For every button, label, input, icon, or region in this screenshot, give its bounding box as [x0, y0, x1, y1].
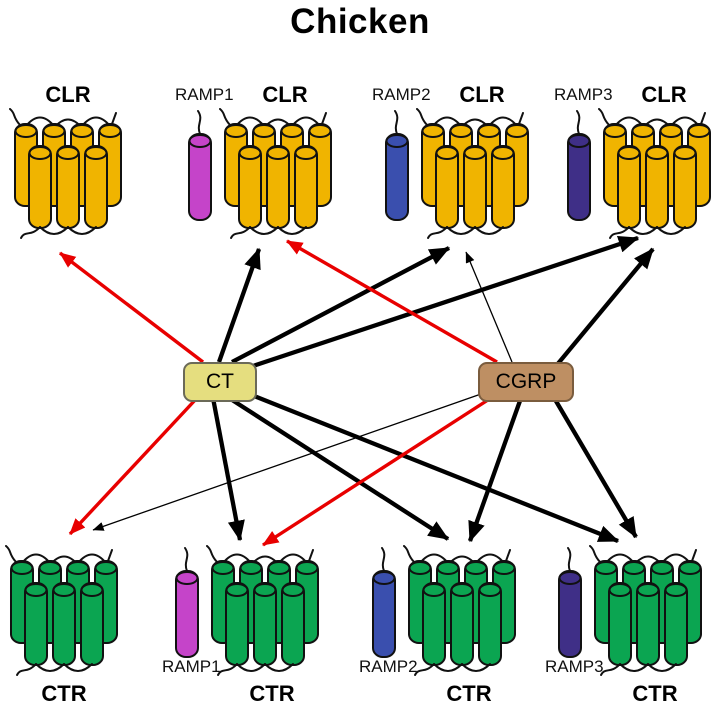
7tm-bundle-icon	[558, 545, 702, 676]
arrow-cgrp-to-clr-ramp3	[554, 247, 655, 368]
arrow-ct-to-clr	[58, 251, 205, 364]
ctr-label: CTR	[632, 681, 678, 701]
ctr-label: CTR	[249, 681, 295, 701]
7tm-bundle-icon	[9, 108, 122, 239]
7tm-bundle-icon	[567, 108, 711, 239]
arrow-ct-to-ctr-ramp3	[248, 392, 620, 543]
ramp-cylinder-icon	[558, 547, 582, 658]
7tm-bundle-icon	[175, 545, 319, 676]
arrow-ct-to-clr-ramp2	[231, 246, 451, 364]
ramp1-label: RAMP1	[175, 85, 234, 104]
arrow-cgrp-to-ctr-ramp2	[467, 397, 524, 543]
arrow-cgrp-to-ctr-ramp3	[551, 394, 638, 539]
clr-label: CLR	[45, 82, 91, 107]
receptor-ctr: CTR	[2, 545, 126, 701]
ligand-cgrp-box: CGRP	[478, 362, 574, 402]
arrow-ct-to-clr-ramp1	[216, 247, 262, 363]
ligand-ct-label: CT	[206, 370, 234, 393]
ramp-cylinder-icon	[188, 110, 212, 221]
diagram-title: Chicken	[290, 2, 430, 41]
7tm-bundle-icon	[372, 545, 516, 676]
ramp-cylinder-icon	[567, 110, 591, 221]
receptor-clr: CLR	[6, 82, 130, 250]
ligand-ct-box: CT	[183, 362, 257, 402]
receptor-clr-ramp3: RAMP3 CLR	[554, 82, 720, 250]
clr-label: CLR	[459, 82, 505, 107]
receptor-clr-ramp1: RAMP1 CLR	[175, 82, 347, 250]
ramp2-label: RAMP2	[359, 657, 418, 676]
clr-label: CLR	[641, 82, 687, 107]
arrow-cgrp-to-ctr-ramp1	[262, 396, 492, 547]
receptor-clr-ramp2: RAMP2 CLR	[372, 82, 544, 250]
arrow-ct-to-ctr-ramp2	[227, 396, 450, 541]
7tm-bundle-icon	[188, 108, 332, 239]
ramp3-label: RAMP3	[545, 657, 604, 676]
ctr-label: CTR	[41, 681, 87, 701]
arrow-ct-to-clr-ramp3	[249, 235, 640, 370]
ramp1-label: RAMP1	[162, 657, 221, 676]
arrow-cgrp-to-ctr	[92, 393, 482, 531]
clr-label: CLR	[262, 82, 308, 107]
ramp-cylinder-icon	[385, 110, 409, 221]
arrow-ct-to-ctr	[68, 396, 199, 536]
ctr-label: CTR	[446, 681, 492, 701]
ramp-cylinder-icon	[372, 547, 396, 658]
7tm-bundle-icon	[5, 545, 118, 676]
ramp3-label: RAMP3	[554, 85, 613, 104]
arrow-ct-to-ctr-ramp1	[210, 397, 245, 542]
ramp2-label: RAMP2	[372, 85, 431, 104]
ligand-cgrp-label: CGRP	[495, 370, 557, 393]
7tm-bundle-icon	[385, 108, 529, 239]
ramp-cylinder-icon	[175, 547, 199, 658]
arrow-cgrp-to-clr-ramp1	[286, 239, 498, 364]
arrow-cgrp-to-clr-ramp2	[465, 251, 513, 363]
